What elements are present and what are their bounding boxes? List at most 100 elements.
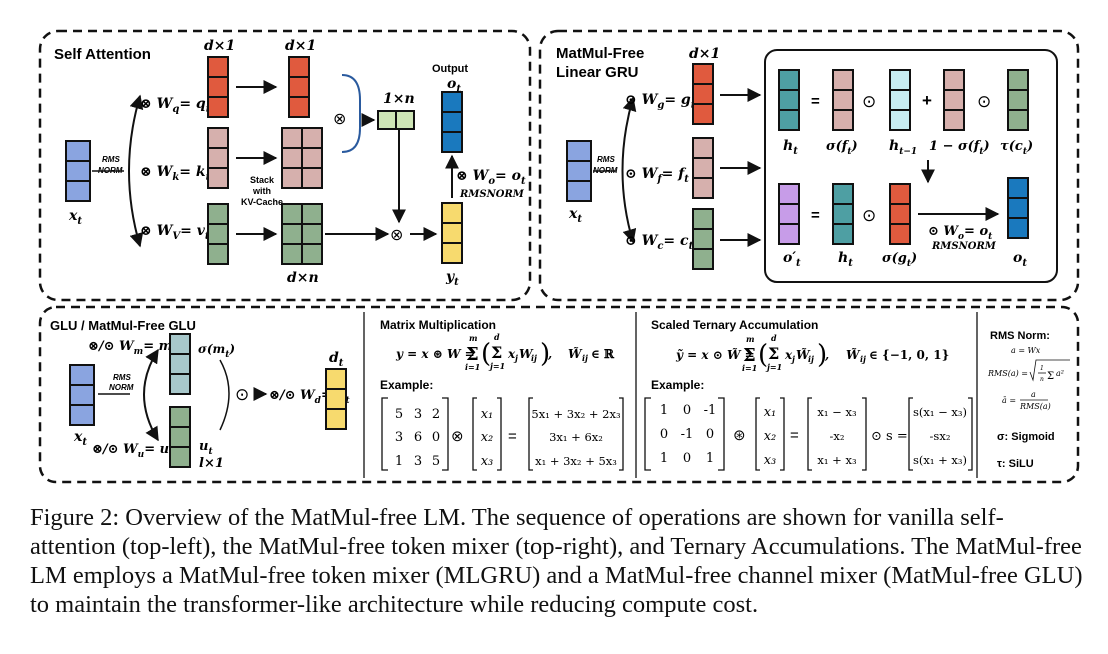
svg-text:RMS(a) =: RMS(a) = (987, 369, 1028, 378)
glu-sigma-m-label: σ(mt) (198, 342, 235, 360)
glu-wm-label: ⊗/⊙ Wm= mt (88, 339, 177, 357)
mlgru-wo-label: ⊙ Wo= ot (928, 224, 993, 242)
ternary-vector: x₁ x₂ x₃ (755, 397, 785, 471)
mlgru-wf-label: ⊙ Wf= ft (625, 166, 689, 185)
glu-d-vector (325, 368, 347, 430)
svg-text:ỹ = x ⊙ W̃ =: ỹ = x ⊙ W̃ = (675, 347, 755, 362)
sa-weighted-sum-op: ⊗ (390, 227, 403, 244)
glu-u-label: ut (199, 439, 213, 457)
svg-text:Σ: Σ (743, 345, 756, 366)
svg-text:1: 1 (395, 454, 403, 469)
svg-text:(: ( (481, 339, 491, 369)
svg-text:x₁ + 3x₂ + 5x₃: x₁ + 3x₂ + 5x₃ (535, 454, 617, 468)
mlgru-tau-c-vector (1007, 69, 1029, 131)
sa-dim-q-cache: d×1 (285, 38, 316, 54)
sa-v-vector (207, 203, 229, 265)
svg-text:5: 5 (432, 454, 440, 469)
ternary-title: Scaled Ternary Accumulation (651, 318, 818, 332)
glu-branch-arrow (143, 348, 159, 442)
sa-output-title: Output (432, 63, 468, 75)
mlgru-output-vector (1007, 177, 1029, 239)
ternary-result: x₁ − x₃ -x₂ x₁ + x₃ (807, 397, 867, 471)
sa-input-vector (65, 140, 91, 202)
svg-text:x₃: x₃ (764, 453, 777, 468)
ternary-formula: ỹ = x ⊙ W̃ = m Σ i=1 ( d Σ j=1 x j W̃ ij… (675, 333, 949, 373)
mlgru-odot-1: ⊙ (862, 92, 876, 111)
glu-m-vector (169, 333, 191, 395)
sa-q-vector (207, 56, 229, 118)
mlgru-h-vector (778, 69, 800, 131)
svg-text:3: 3 (414, 454, 422, 469)
ternary-scaled-result: s(x₁ − x₃) -sx₂ s(x₁ + x₃) (908, 397, 973, 471)
svg-text:,: , (824, 348, 829, 362)
svg-text:W̃: W̃ (846, 347, 861, 362)
rms-sigma-def: σ: Sigmoid (997, 431, 1055, 443)
sa-dim-score: 1×n (383, 91, 415, 107)
mlgru-sigma-g-label: σ(gt) (882, 251, 917, 269)
mlgru-inner-box (764, 49, 1058, 283)
svg-text:(: ( (758, 340, 768, 370)
mlgru-h-vector-2 (832, 183, 854, 245)
svg-text:RMS: RMS (597, 155, 615, 164)
mlgru-rms-norm-label: RMS NORM (593, 155, 618, 175)
mlgru-eq-1: = (811, 93, 820, 110)
svg-text:-1: -1 (681, 427, 694, 442)
glu-title: GLU / MatMul-Free GLU (50, 318, 196, 333)
svg-text:Σ: Σ (1047, 371, 1054, 382)
svg-text:5x₁ + 3x₂ + 2x₃: 5x₁ + 3x₂ + 2x₃ (531, 407, 621, 421)
mlgru-o-prime-vector (778, 183, 800, 245)
svg-text:s(x₁ + x₃): s(x₁ + x₃) (913, 453, 967, 467)
mlgru-one-minus-label: 1 − σ(ft) (929, 139, 990, 157)
mlgru-title-line1: MatMul-Free (556, 45, 644, 62)
svg-text:x₁: x₁ (481, 407, 494, 422)
glu-merge-curve (219, 359, 230, 431)
svg-text:d: d (771, 333, 777, 343)
sa-dim-cache: d×n (287, 270, 319, 286)
glu-rms-norm-label: RMS NORM (109, 373, 134, 392)
svg-text:ij: ij (531, 353, 537, 363)
svg-text:0: 0 (683, 403, 691, 418)
ternary-eq: = (790, 427, 799, 444)
glu-u-vector (169, 406, 191, 468)
svg-text:-x₂: -x₂ (830, 429, 845, 443)
sa-k-vector (207, 127, 229, 189)
matmul-vector: x₁ x₂ x₃ (472, 397, 502, 471)
svg-text:Stack: Stack (250, 175, 275, 185)
svg-text:1: 1 (1040, 365, 1044, 372)
svg-text:): ) (540, 339, 550, 369)
svg-text:x₂: x₂ (764, 429, 777, 444)
svg-text:x₁ + x₃: x₁ + x₃ (817, 453, 857, 467)
mlgru-branch-arrow (621, 96, 637, 244)
mlgru-o-prime-label: o′t (783, 250, 801, 269)
sa-wq-label: ⊗ Wq= qt (140, 96, 211, 115)
matmul-op: ⊗ (451, 428, 464, 445)
svg-text:j=1: j=1 (488, 361, 505, 371)
sa-input-label: xt (68, 208, 82, 227)
svg-text:with: with (252, 186, 271, 196)
svg-text:KV-Cache: KV-Cache (241, 197, 283, 207)
sa-qk-op: ⊗ (333, 111, 346, 128)
svg-text:a = Wx: a = Wx (1011, 346, 1041, 355)
svg-text:5: 5 (395, 407, 403, 422)
svg-text:∈ {−1, 0, 1}: ∈ {−1, 0, 1} (869, 348, 949, 362)
matmul-example-label: Example: (380, 378, 433, 392)
svg-text:i=1: i=1 (742, 363, 757, 373)
svg-text:m: m (746, 334, 754, 344)
svg-text:W: W (519, 347, 534, 361)
figure-caption: Figure 2: Overview of the MatMul-free LM… (30, 504, 1083, 618)
rms-tau-def: τ: SiLU (997, 458, 1034, 470)
svg-text:RMS: RMS (102, 155, 120, 164)
mlgru-input-label: xt (568, 206, 582, 225)
svg-text:x₁ − x₃: x₁ − x₃ (817, 405, 857, 419)
sa-q-current (288, 56, 310, 118)
sa-k-cache-matrix (281, 127, 323, 189)
svg-text:x₃: x₃ (481, 454, 494, 469)
mlgru-rmsnorm-label: RMSNORM (931, 241, 997, 252)
mlgru-f-vector (692, 137, 714, 199)
svg-text:0: 0 (683, 451, 691, 466)
svg-text:∈ ℝ: ∈ ℝ (591, 347, 615, 361)
svg-text:x₁: x₁ (764, 405, 777, 420)
svg-text:RMS(a): RMS(a) (1019, 402, 1051, 411)
svg-text:ā =: ā = (1002, 396, 1016, 405)
